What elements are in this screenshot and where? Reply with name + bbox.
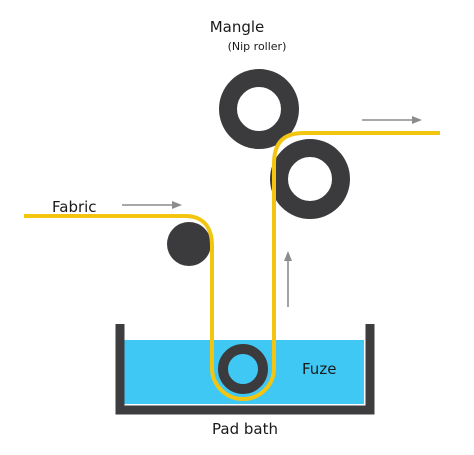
fabric-in-arrow-icon [122, 201, 182, 209]
fabric-out-arrow-icon [362, 116, 422, 124]
fuze-label: Fuze [302, 360, 337, 378]
mangle-bottom-roller [270, 139, 350, 219]
mangle-top-roller [219, 69, 299, 149]
upward-arrow-icon [284, 251, 292, 307]
pad-bath-label: Pad bath [212, 420, 278, 438]
mangle-label: Mangle [209, 18, 265, 36]
bath-roller [218, 344, 268, 394]
pad-bath-tank [115, 324, 375, 415]
fabric-label: Fabric [52, 198, 97, 216]
guide-roller [167, 222, 211, 266]
mangle-sublabel: (Nip roller) [227, 40, 287, 53]
fabric-path [24, 131, 440, 401]
